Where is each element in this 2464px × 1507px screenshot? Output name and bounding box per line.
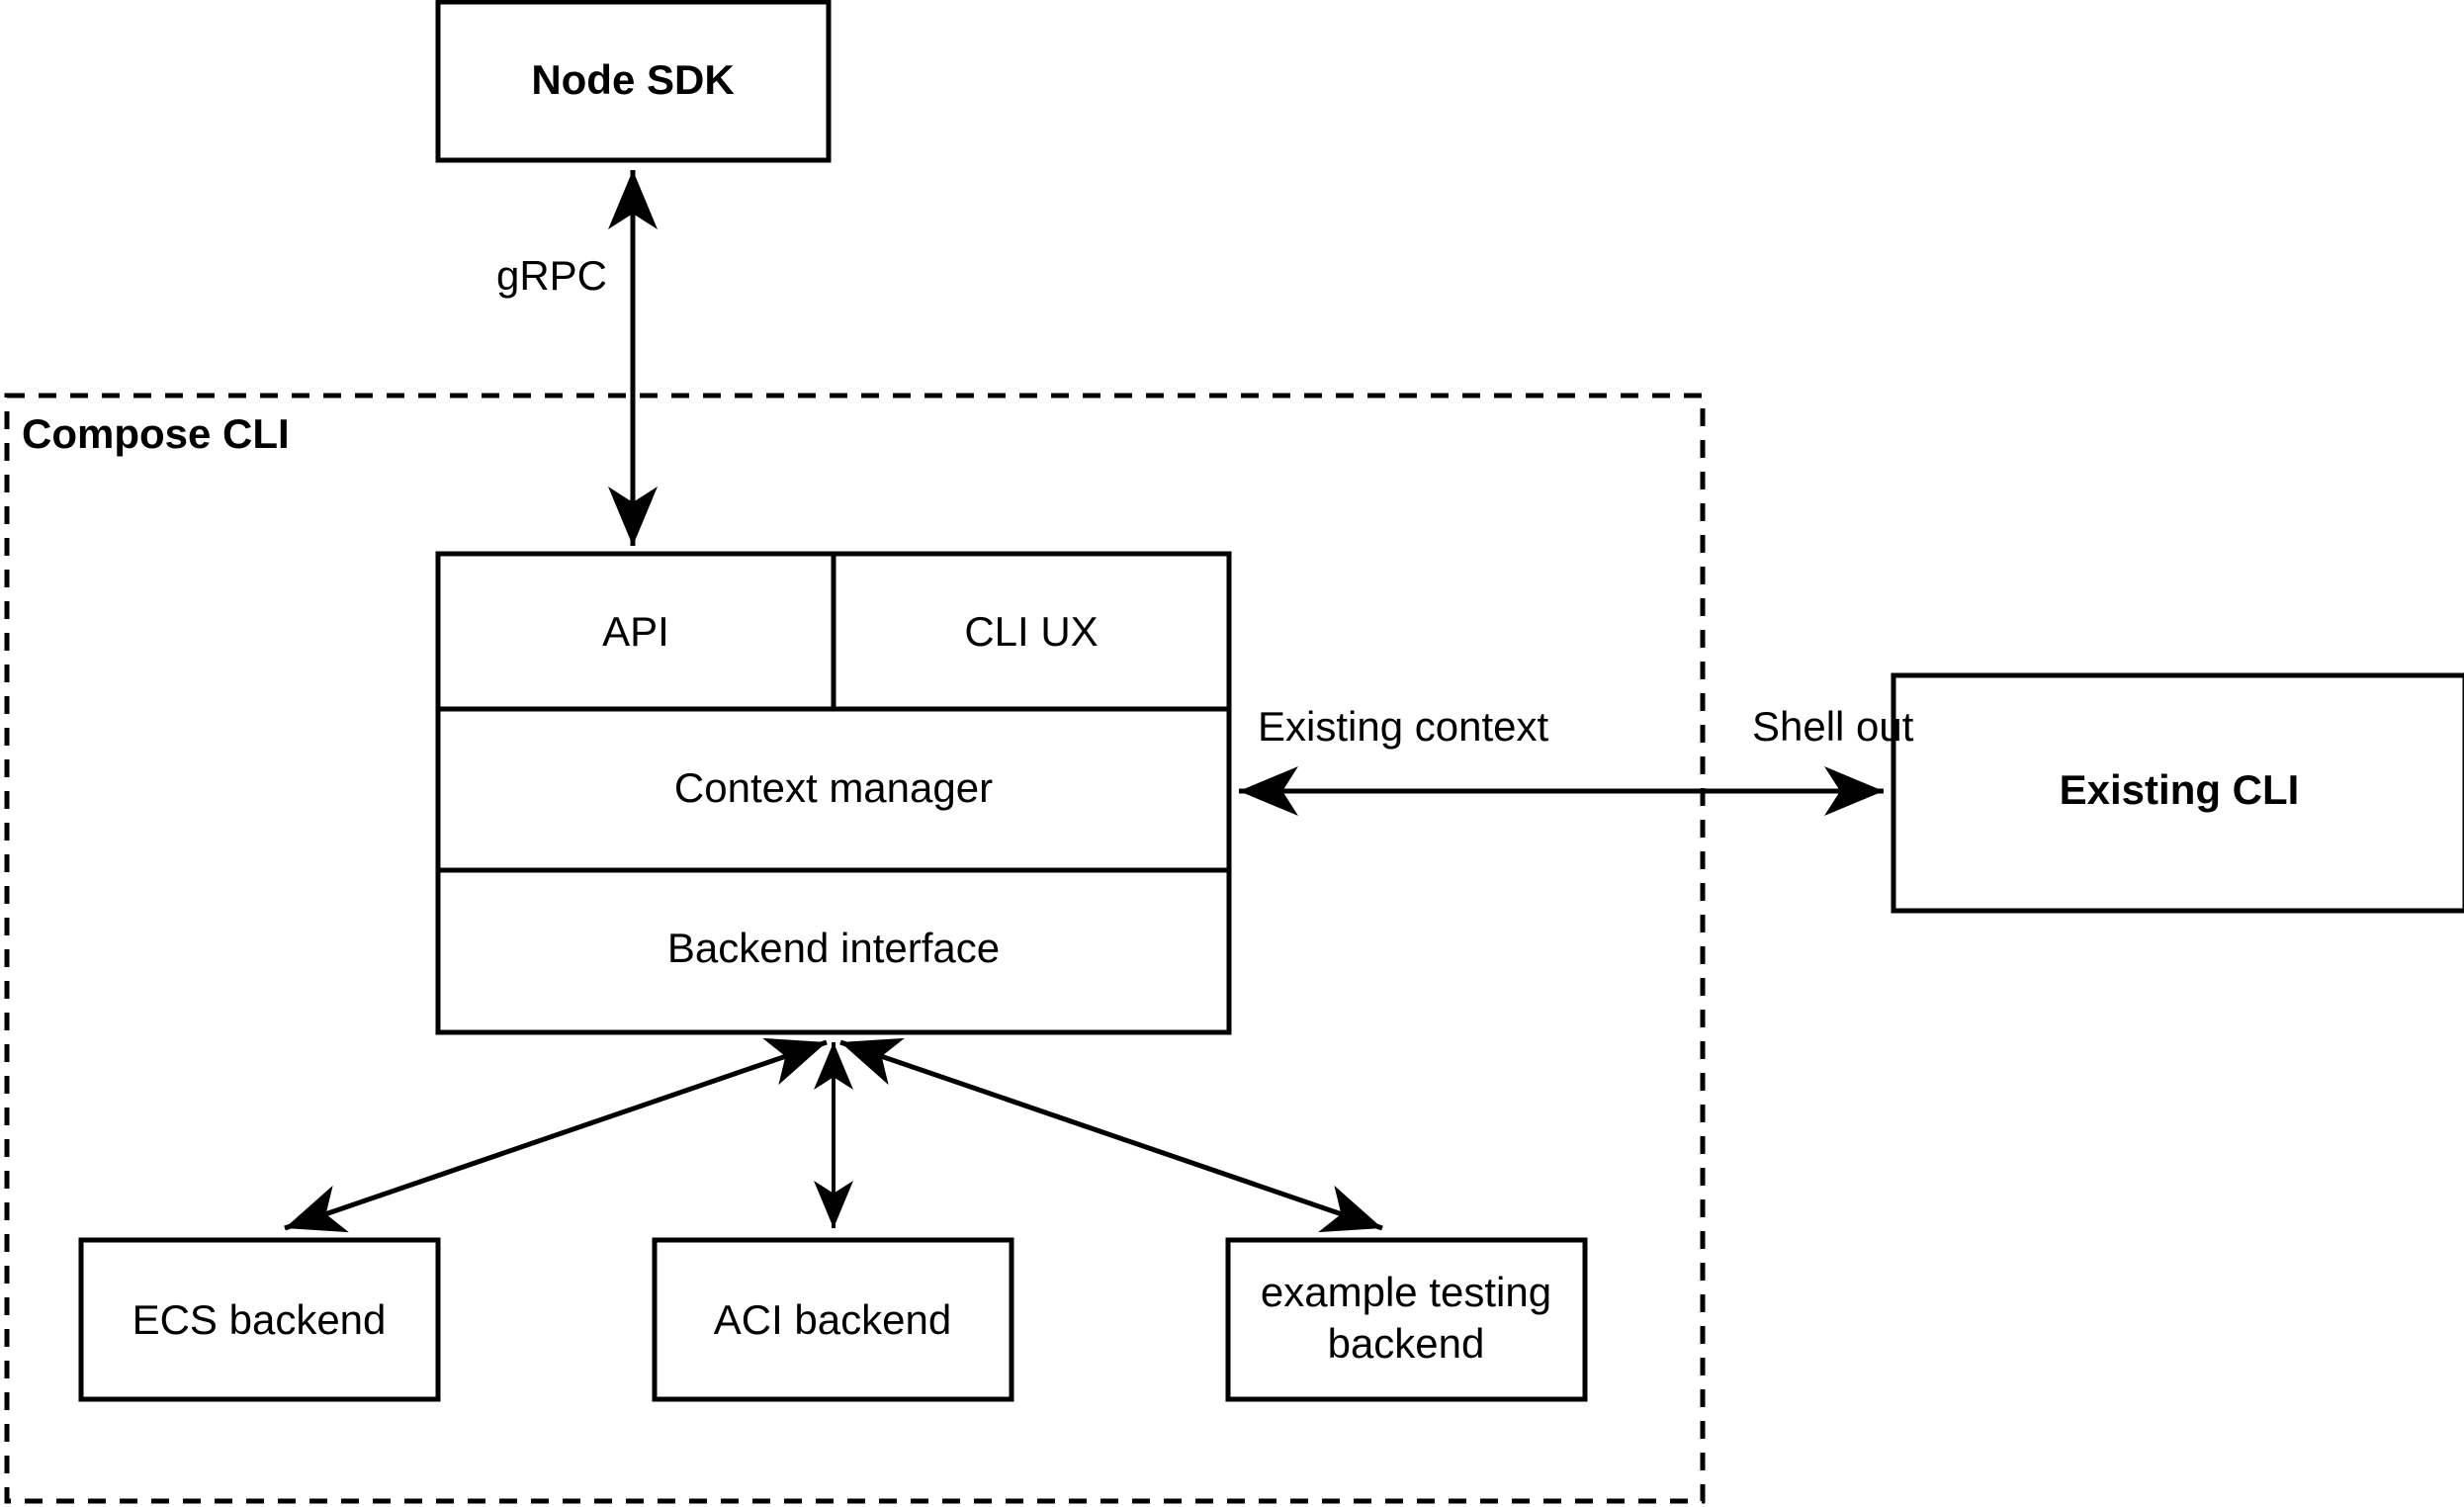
existing-cli-box[interactable] — [1891, 672, 2464, 914]
shell-out-edge-label: Shell out — [1752, 703, 1914, 750]
backend-example-connector — [839, 1037, 1383, 1233]
existing-context-edge-label: Existing context — [1258, 703, 1548, 750]
node-sdk-box[interactable] — [435, 0, 832, 163]
node-sdk-label: Node SDK — [531, 56, 734, 103]
grpc-edge-label: gRPC — [496, 252, 607, 299]
api-label[interactable]: API — [602, 608, 669, 655]
compose-cli-group — [4, 393, 1706, 1504]
compose-cli-group-label: Compose CLI — [22, 410, 290, 457]
backend-ecs-connector — [284, 1037, 828, 1233]
cli-ux-label[interactable]: CLI UX — [964, 608, 1098, 655]
example-testing-backend-box[interactable] — [1225, 1237, 1588, 1402]
example-testing-backend-label-line1: example testing — [1261, 1269, 1551, 1315]
ecs-backend-label: ECS backend — [132, 1296, 387, 1343]
backend-interface-label[interactable]: Backend interface — [667, 925, 1000, 971]
context-manager-label[interactable]: Context manager — [674, 764, 993, 811]
example-testing-backend-label-line2: backend — [1328, 1320, 1485, 1367]
aci-backend-box[interactable] — [652, 1237, 1014, 1402]
ecs-backend-box[interactable] — [78, 1237, 441, 1402]
existing-cli-label: Existing CLI — [2060, 766, 2300, 813]
aci-backend-label: ACI backend — [714, 1296, 951, 1343]
